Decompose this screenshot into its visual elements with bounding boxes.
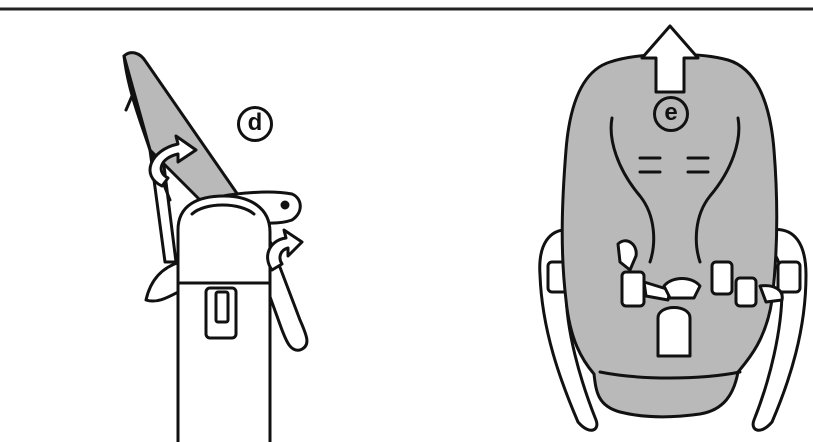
- rotate-arrow-icon: [268, 230, 302, 270]
- latch-slot: [216, 292, 228, 322]
- step-label-d: d: [237, 106, 273, 142]
- right-hinge: [778, 262, 800, 292]
- tray-pin: [282, 202, 288, 208]
- back-notch: [126, 96, 132, 110]
- seat-back-fabric: [124, 53, 245, 205]
- crotch-post: [658, 308, 690, 357]
- step-label-e: e: [653, 96, 689, 132]
